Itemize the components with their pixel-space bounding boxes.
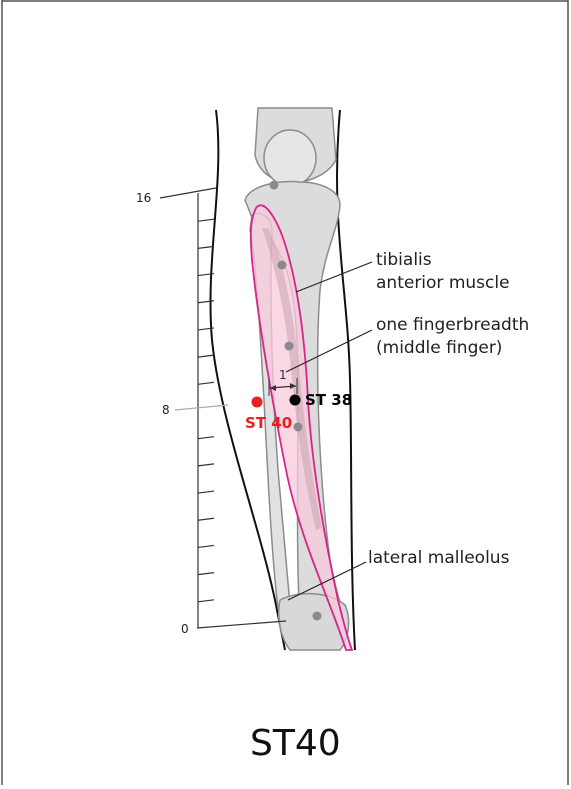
- marker-mid-muscle: [285, 342, 294, 351]
- marker-ankle: [313, 612, 322, 621]
- callout-tibialis-line2: anterior muscle: [376, 273, 510, 293]
- callout-malleolus: lateral malleolus: [368, 548, 510, 568]
- scale-tick: [198, 437, 214, 439]
- scale-mid-line: [175, 405, 228, 410]
- marker-knee: [270, 181, 279, 190]
- scale-tick: [198, 355, 214, 357]
- callout-fingerbreadth-line1: one fingerbreadth: [376, 315, 529, 335]
- marker-lower-muscle: [294, 423, 303, 432]
- scale-tick: [198, 518, 214, 520]
- scale-tick: [198, 491, 214, 493]
- scale-tick: [198, 600, 214, 602]
- scale-label-0: 0: [181, 622, 189, 636]
- point-st40-label: ST 40: [245, 414, 292, 432]
- patella: [264, 130, 316, 186]
- scale-tick: [198, 382, 214, 384]
- scale-label-16: 16: [136, 191, 151, 205]
- page-title: ST40: [250, 723, 341, 764]
- point-st40: [252, 397, 263, 408]
- callout-fingerbreadth-line2: (middle finger): [376, 338, 502, 358]
- scale-tick: [198, 545, 214, 547]
- callout-tibialis-line1: tibialis: [376, 250, 432, 270]
- point-st38: [290, 395, 301, 406]
- measure-label: 1: [279, 368, 287, 382]
- scale-tick: [198, 219, 214, 221]
- marker-upper-muscle: [278, 261, 287, 270]
- scale-top-line: [160, 188, 216, 198]
- scale-tick: [198, 246, 214, 248]
- scale-label-8: 8: [162, 403, 170, 417]
- scale-tick: [198, 464, 214, 466]
- scale-tick: [198, 573, 214, 575]
- point-st38-label: ST 38: [305, 391, 352, 409]
- scale-bottom-line: [197, 621, 286, 628]
